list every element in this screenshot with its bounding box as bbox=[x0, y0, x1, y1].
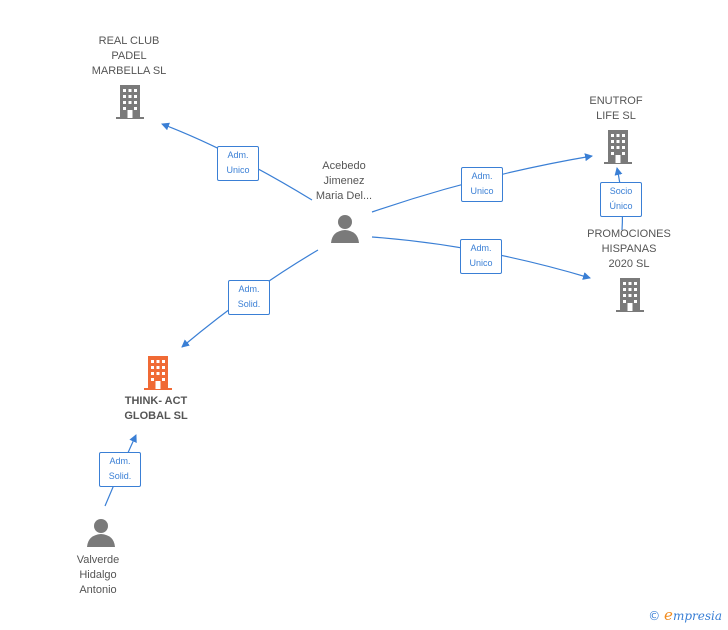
building-icon[interactable] bbox=[602, 129, 634, 165]
empresia-logo: © empresia bbox=[648, 606, 722, 624]
person-icon[interactable] bbox=[330, 214, 360, 244]
node-think-act-label: THINK- ACT GLOBAL SL bbox=[124, 395, 188, 422]
node-promociones-label: PROMOCIONES HISPANAS 2020 SL bbox=[587, 228, 671, 270]
edge-label-acebedo-promociones[interactable]: Adm. Unico bbox=[460, 239, 502, 274]
edge-label-acebedo-think-act[interactable]: Adm. Solid. bbox=[228, 280, 270, 315]
node-real-club-label: REAL CLUB PADEL MARBELLA SL bbox=[91, 35, 167, 77]
building-icon[interactable] bbox=[114, 84, 146, 120]
edge-label-acebedo-enutrof[interactable]: Adm. Unico bbox=[461, 167, 503, 202]
node-acebedo-label: Acebedo Jimenez Maria Del... bbox=[315, 160, 373, 202]
node-valverde-label: Valverde Hidalgo Antonio bbox=[76, 554, 120, 596]
edge-label-valverde-think-act[interactable]: Adm. Solid. bbox=[99, 452, 141, 487]
building-icon[interactable] bbox=[142, 355, 174, 391]
node-enutrof-label: ENUTROF LIFE SL bbox=[589, 95, 643, 122]
edge-label-acebedo-real-club[interactable]: Adm. Unico bbox=[217, 146, 259, 181]
edge-label-promociones-enutrof[interactable]: Socio Único bbox=[600, 182, 642, 217]
person-icon[interactable] bbox=[86, 518, 116, 548]
building-icon[interactable] bbox=[614, 277, 646, 313]
